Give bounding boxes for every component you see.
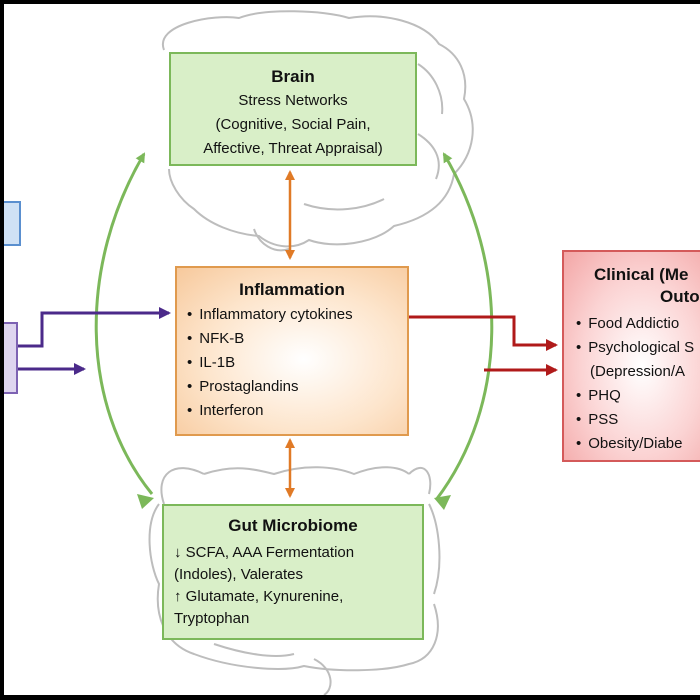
gut-title: Gut Microbiome — [228, 516, 358, 535]
brain-title: Brain — [271, 67, 315, 86]
inflammation-item: IL-1B — [187, 351, 407, 375]
brain-illustration — [161, 10, 474, 252]
gut-lines: ↓ SCFA, AAA Fermentation (Indoles), Vale… — [174, 542, 422, 630]
gut-line-1: ↓ SCFA, AAA Fermentation — [174, 542, 422, 564]
inflammation-item: Prostaglandins — [187, 375, 407, 399]
red-arrow-upper — [409, 315, 558, 351]
inflammation-item: Interferon — [187, 399, 407, 423]
brain-box: Brain Stress Networks (Cognitive, Social… — [169, 52, 417, 166]
clinical-box: Clinical (Me Outo Food Addictio Psycholo… — [562, 250, 700, 462]
clinical-item: Food Addictio — [576, 312, 700, 336]
clinical-item: Psychological S — [576, 336, 700, 360]
intestine-illustration — [148, 466, 441, 695]
gut-line-3: ↑ Glutamate, Kynurenine, — [174, 586, 422, 608]
inflammation-item: NFK-B — [187, 327, 407, 351]
clinical-item: Obesity/Diabe — [576, 432, 700, 456]
gut-line-2: (Indoles), Valerates — [174, 566, 303, 583]
right-green-arrow — [434, 152, 494, 501]
up-arrow-icon: ↑ — [174, 588, 182, 605]
inflammation-item: Inflammatory cytokines — [187, 303, 407, 327]
brain-line-2: (Cognitive, Social Pain, — [215, 116, 371, 133]
left-green-arrow — [94, 152, 154, 495]
diagram-canvas: Brain Stress Networks (Cognitive, Social… — [4, 4, 700, 695]
gut-line-3-text: Glutamate, Kynurenine, — [185, 588, 344, 605]
gut-line-1-text: SCFA, AAA Fermentation — [185, 544, 355, 561]
clinical-item: PSS — [576, 408, 700, 432]
left-purple-box — [4, 322, 18, 394]
down-arrow-icon: ↓ — [174, 544, 182, 561]
clinical-title-line-1: Clinical (Me — [594, 265, 689, 284]
left-blue-box — [4, 201, 21, 246]
clinical-item-continued: (Depression/A — [590, 363, 686, 380]
brain-line-3: Affective, Threat Appraisal) — [203, 140, 383, 157]
clinical-title-line-2: Outo — [660, 287, 700, 306]
gut-line-4: Tryptophan — [174, 610, 250, 627]
purple-arrow-upper — [14, 307, 171, 348]
clinical-item: PHQ — [576, 384, 700, 408]
inflammation-list: Inflammatory cytokines NFK-B IL-1B Prost… — [177, 303, 407, 423]
brain-line-1: Stress Networks — [238, 92, 348, 109]
inflammation-title: Inflammation — [239, 280, 345, 299]
gut-microbiome-box: Gut Microbiome ↓ SCFA, AAA Fermentation … — [162, 504, 424, 640]
inflammation-box: Inflammation Inflammatory cytokines NFK-… — [175, 266, 409, 436]
clinical-list: Food Addictio Psychological S (Depressio… — [564, 312, 700, 456]
diagram-lines — [14, 10, 558, 695]
